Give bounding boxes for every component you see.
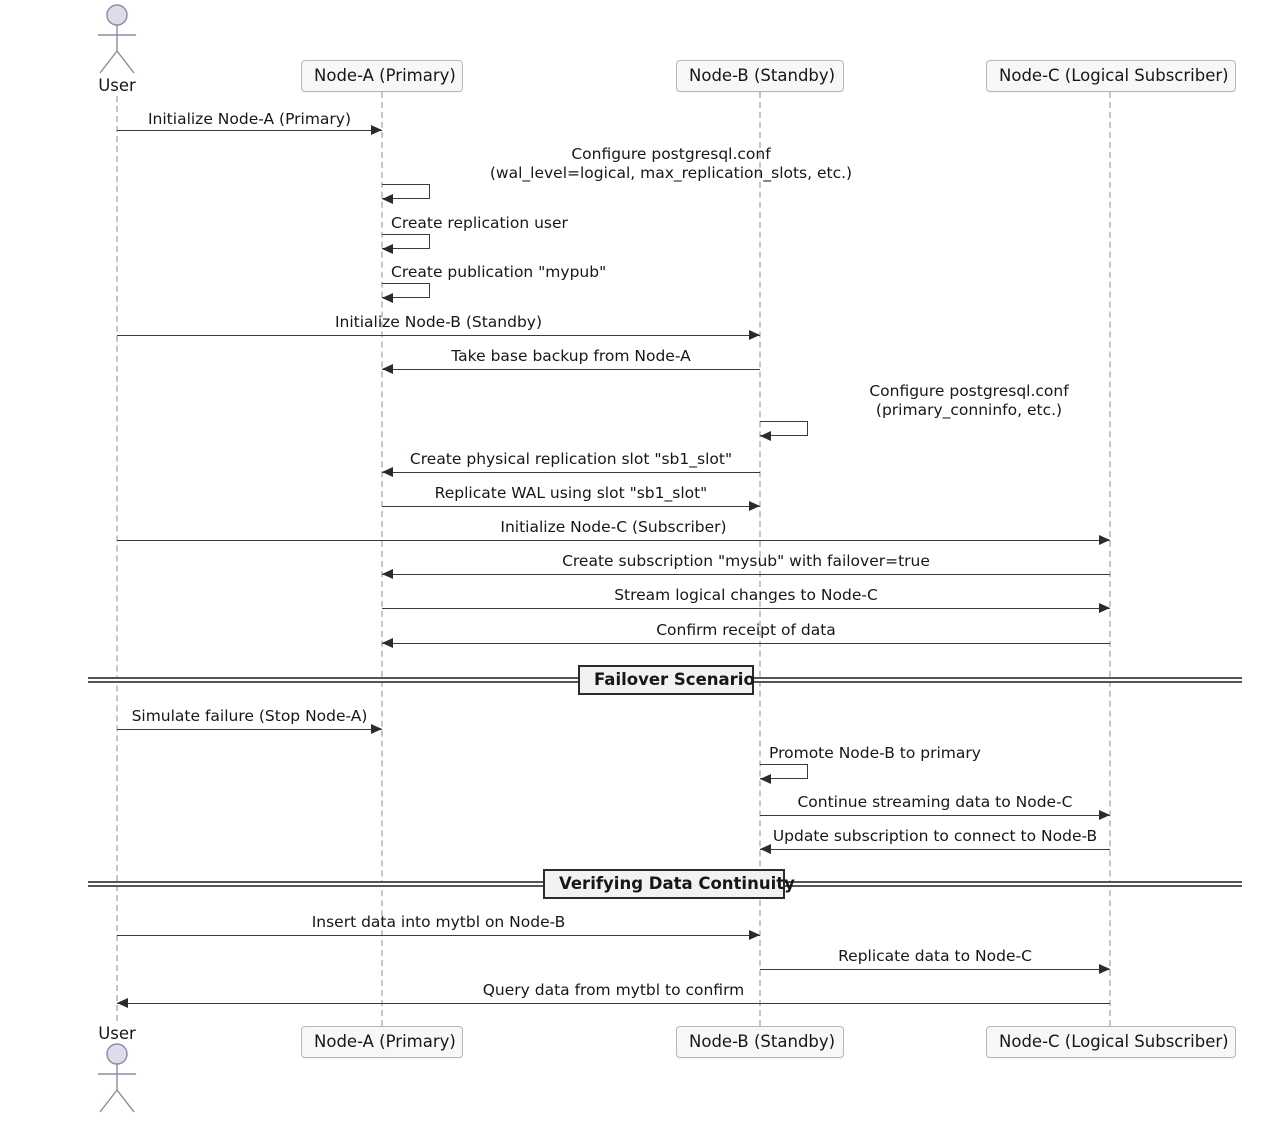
- arrow-head-right-icon: [1099, 964, 1110, 974]
- arrow-head-right-icon: [371, 724, 382, 734]
- arrow-head-left-icon: [382, 244, 393, 254]
- message-label: Initialize Node-B (Standby): [334, 313, 543, 331]
- message-label: Query data from mytbl to confirm: [482, 981, 745, 999]
- participant-header-node-a[interactable]: Node-A (Primary): [301, 60, 463, 92]
- actor-user-top-label: User: [98, 76, 136, 95]
- message-line: [760, 849, 1110, 850]
- message-label-line2: (wal_level=logical, max_replication_slot…: [489, 164, 853, 182]
- self-message-loop: [382, 283, 430, 298]
- message-line: [117, 729, 382, 730]
- message-label: Promote Node-B to primary: [769, 744, 981, 762]
- arrow-head-left-icon: [382, 364, 393, 374]
- message-label: Create publication "mypub": [391, 263, 607, 281]
- participant-footer-node-c[interactable]: Node-C (Logical Subscriber): [986, 1026, 1236, 1058]
- message-line: [117, 130, 382, 131]
- arrow-head-left-icon: [382, 467, 393, 477]
- arrow-head-right-icon: [1099, 603, 1110, 613]
- arrow-head-left-icon: [382, 638, 393, 648]
- actor-user-bottom-label: User: [98, 1024, 136, 1043]
- lifeline-node-a: [381, 92, 383, 1026]
- message-line: [382, 472, 760, 473]
- arrow-head-left-icon: [760, 431, 771, 441]
- message-line: [117, 1003, 1110, 1004]
- message-label: Take base backup from Node-A: [451, 347, 691, 365]
- divider-failover-scenario: Failover Scenario: [578, 665, 755, 695]
- message-label: Configure postgresql.conf: [571, 145, 771, 163]
- message-label: Initialize Node-C (Subscriber): [500, 518, 727, 536]
- message-line: [117, 540, 1110, 541]
- actor-figure-icon: [98, 1043, 136, 1113]
- message-line: [382, 643, 1110, 644]
- message-line: [117, 335, 760, 336]
- message-label: Continue streaming data to Node-C: [797, 793, 1073, 811]
- arrow-head-right-icon: [749, 330, 760, 340]
- message-label: Confirm receipt of data: [656, 621, 836, 639]
- arrow-head-left-icon: [382, 293, 393, 303]
- message-label: Update subscription to connect to Node-B: [772, 827, 1098, 845]
- arrow-head-left-icon: [760, 774, 771, 784]
- self-message-loop: [760, 764, 808, 779]
- message-label: Create physical replication slot "sb1_sl…: [409, 450, 733, 468]
- lifeline-node-b: [759, 92, 761, 1026]
- arrow-head-right-icon: [749, 930, 760, 940]
- message-label: Initialize Node-A (Primary): [147, 110, 352, 128]
- self-message-loop: [382, 234, 430, 249]
- actor-figure-icon: [98, 4, 136, 74]
- participant-header-node-b[interactable]: Node-B (Standby): [676, 60, 844, 92]
- self-message-loop: [760, 421, 808, 436]
- message-label: Configure postgresql.conf: [869, 382, 1069, 400]
- message-label: Insert data into mytbl on Node-B: [311, 913, 566, 931]
- message-label: Simulate failure (Stop Node-A): [131, 707, 368, 725]
- arrow-head-right-icon: [1099, 535, 1110, 545]
- message-line: [760, 815, 1110, 816]
- arrow-head-left-icon: [760, 844, 771, 854]
- message-label: Replicate WAL using slot "sb1_slot": [434, 484, 708, 502]
- arrow-head-right-icon: [749, 501, 760, 511]
- message-label: Create subscription "mysub" with failove…: [562, 552, 930, 570]
- message-line: [382, 574, 1110, 575]
- message-label: Create replication user: [391, 214, 568, 232]
- message-line: [760, 969, 1110, 970]
- arrow-head-left-icon: [382, 569, 393, 579]
- message-label-line2: (primary_conninfo, etc.): [875, 401, 1063, 419]
- message-line: [382, 369, 760, 370]
- message-line: [117, 935, 760, 936]
- lifeline-user: [116, 96, 118, 1021]
- arrow-head-right-icon: [371, 125, 382, 135]
- message-line: [382, 506, 760, 507]
- arrow-head-right-icon: [1099, 810, 1110, 820]
- message-label: Replicate data to Node-C: [838, 947, 1032, 965]
- participant-footer-node-b[interactable]: Node-B (Standby): [676, 1026, 844, 1058]
- message-line: [382, 608, 1110, 609]
- participant-header-node-c[interactable]: Node-C (Logical Subscriber): [986, 60, 1236, 92]
- arrow-head-left-icon: [117, 998, 128, 1008]
- actor-user-bottom: [92, 1043, 142, 1113]
- divider-verifying-data-continuity: Verifying Data Continuity: [543, 869, 795, 899]
- actor-user-top: [92, 4, 142, 74]
- message-label: Stream logical changes to Node-C: [614, 586, 878, 604]
- participant-footer-node-a[interactable]: Node-A (Primary): [301, 1026, 463, 1058]
- arrow-head-left-icon: [382, 194, 393, 204]
- self-message-loop: [382, 184, 430, 199]
- lifeline-node-c: [1109, 92, 1111, 1026]
